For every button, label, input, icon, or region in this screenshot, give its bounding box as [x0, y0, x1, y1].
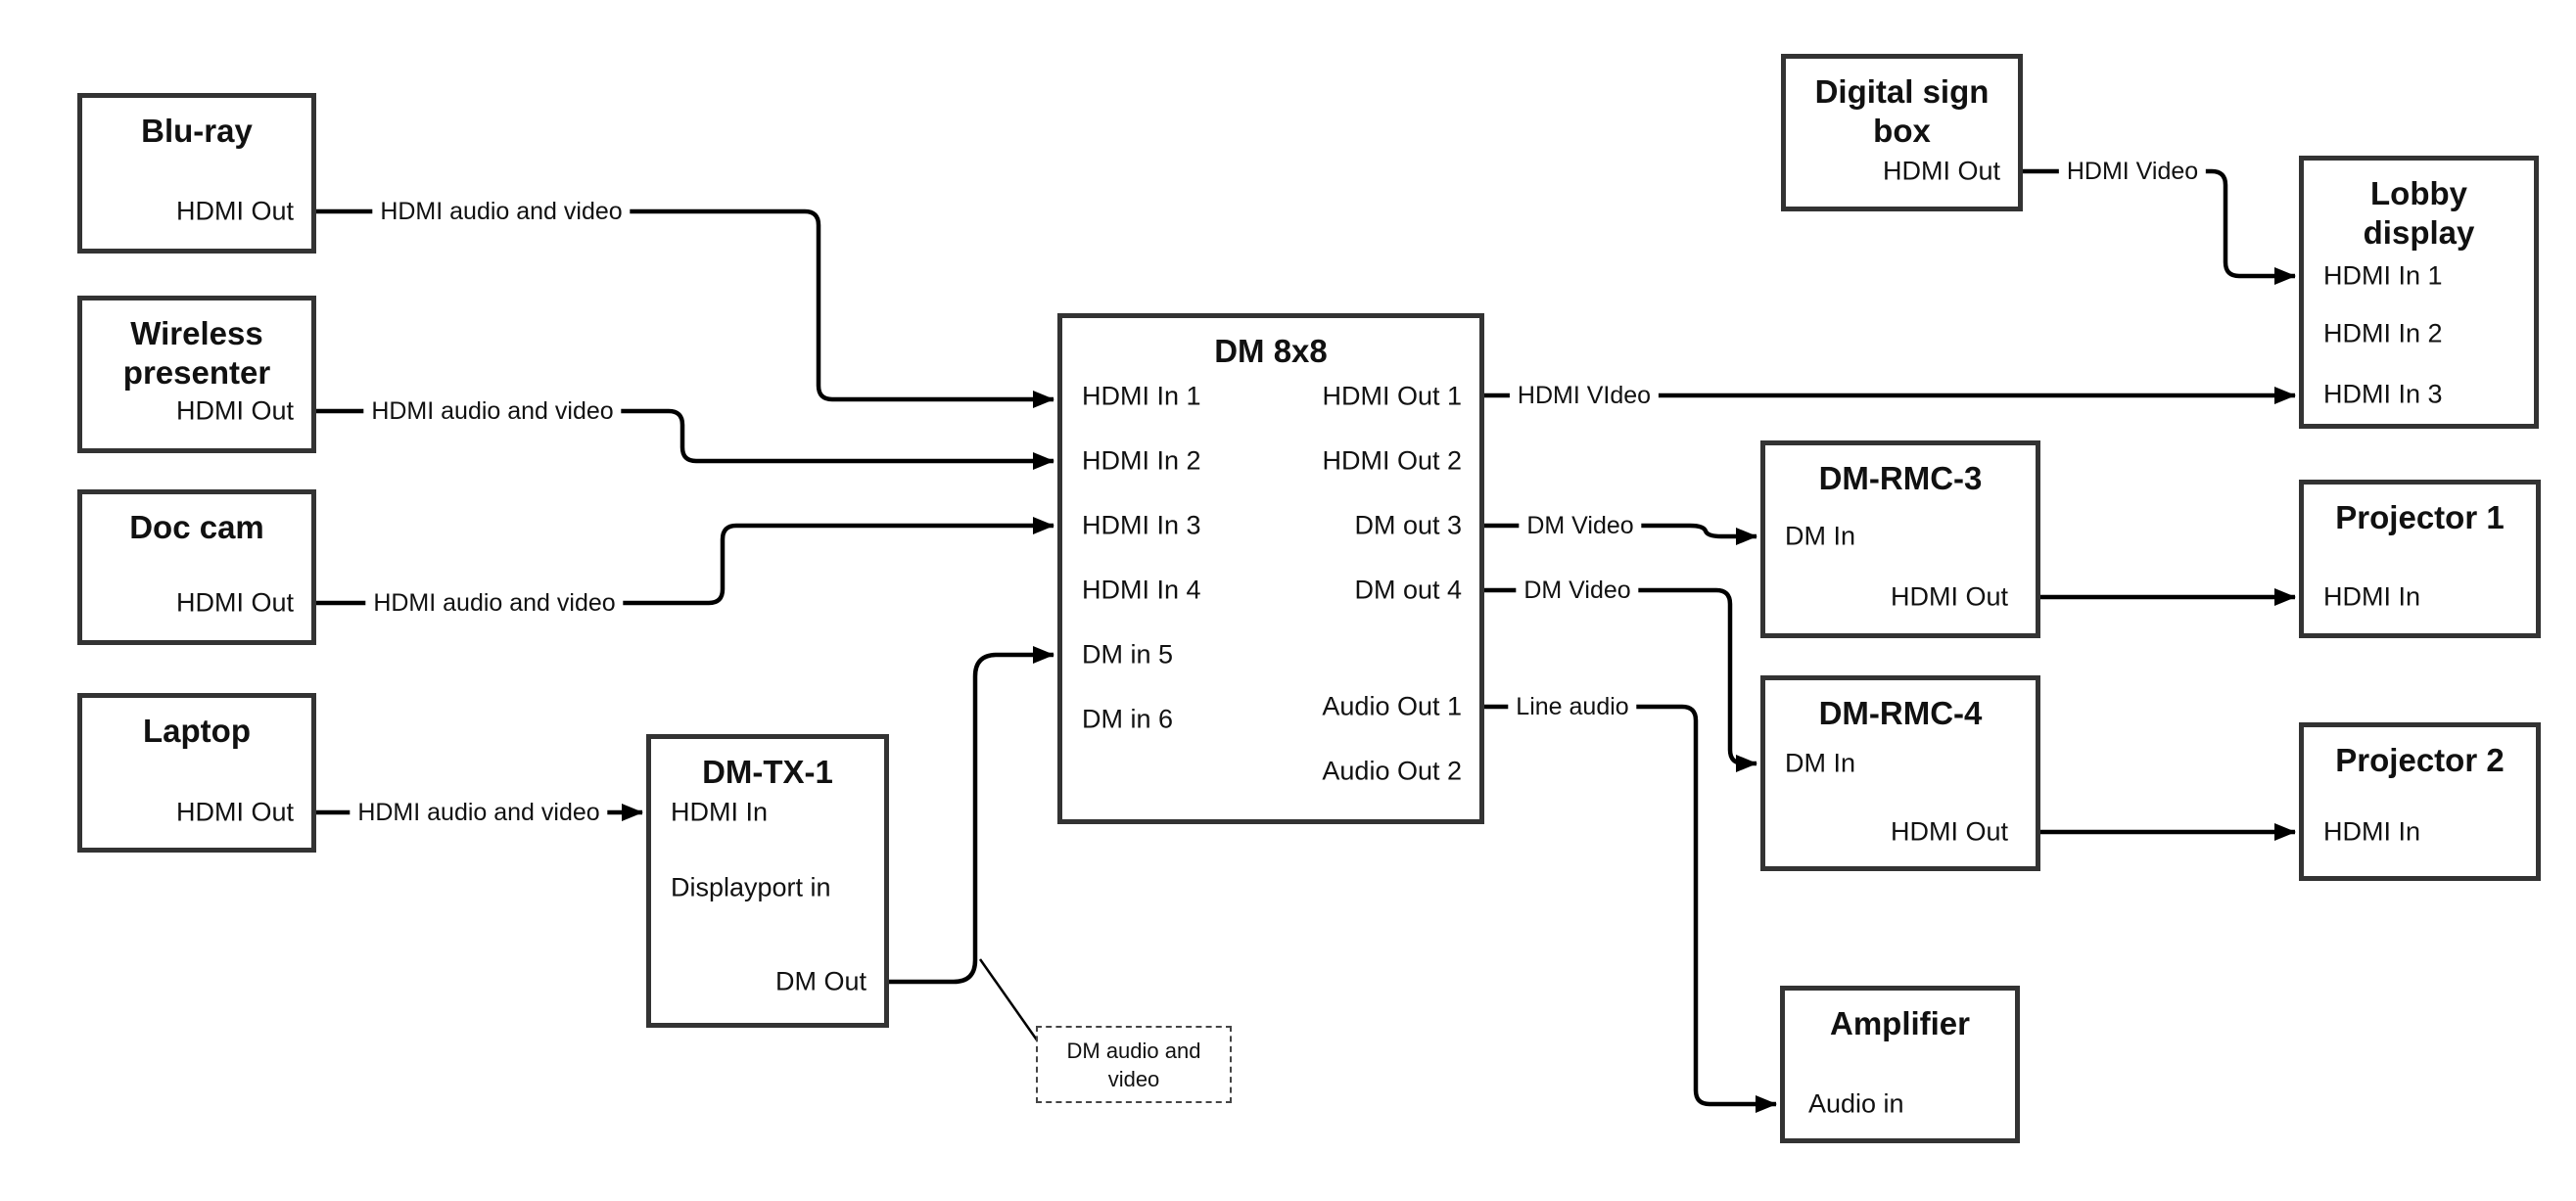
port-dm-out: DM Out	[774, 966, 866, 996]
node-wireless-presenter: Wireless presenter HDMI Out	[77, 296, 316, 453]
wire-signbox-to-lobby-hdmi-in-1	[2023, 168, 2296, 285]
port-hdmi-in-2: HDMI In 2	[1082, 445, 1201, 476]
port-dm-out-4: DM out 4	[1354, 575, 1462, 605]
port-hdmi-in: HDMI In	[2323, 581, 2421, 612]
wire-label-hdmi-av-bluray: HDMI audio and video	[372, 197, 631, 226]
port-displayport-in: Displayport in	[671, 872, 831, 902]
port-hdmi-out: HDMI Out	[1890, 581, 2008, 612]
port-hdmi-in-1: HDMI In 1	[2323, 260, 2443, 291]
port-audio-in: Audio in	[1808, 1088, 1904, 1119]
wire-label-hdmi-av-wireless: HDMI audio and video	[363, 396, 622, 426]
note-leader-line	[978, 958, 1040, 1042]
node-title: Lobby display	[2363, 175, 2475, 251]
node-laptop: Laptop HDMI Out	[77, 693, 316, 853]
node-title: Projector 2	[2335, 742, 2505, 778]
node-digital-sign-box: Digital sign box HDMI Out	[1781, 54, 2023, 211]
node-title: Laptop	[143, 713, 251, 749]
port-dm-in: DM In	[1785, 748, 1856, 778]
node-title: DM-RMC-3	[1818, 460, 1983, 496]
wire-dmtx1-dmout-to-dm8x8-dm-in-5	[889, 646, 1054, 985]
wire-dm-out-4-to-rmc4-dm-in	[1484, 587, 1757, 772]
wire-bluray-to-dm8x8-hdmi-in-1	[316, 208, 1054, 408]
wire-wireless-to-dm8x8-hdmi-in-2	[316, 408, 1054, 470]
node-title: Blu-ray	[141, 113, 253, 149]
wire-doccam-to-dm8x8-hdmi-in-3	[316, 517, 1054, 606]
node-title: DM-TX-1	[702, 754, 833, 790]
node-dm-8x8: DM 8x8 HDMI In 1 HDMI In 2 HDMI In 3 HDM…	[1057, 313, 1484, 824]
port-dm-in: DM In	[1785, 521, 1856, 551]
port-dm-in-5: DM in 5	[1082, 639, 1174, 670]
port-hdmi-out: HDMI Out	[175, 395, 294, 426]
node-title: Digital sign box	[1814, 73, 1990, 149]
port-dm-out-3: DM out 3	[1354, 510, 1462, 540]
node-title: Amplifier	[1829, 1005, 1971, 1041]
port-hdmi-out: HDMI Out	[1882, 156, 2000, 186]
wire-label-line-audio: Line audio	[1508, 692, 1637, 721]
node-amplifier: Amplifier Audio in	[1780, 986, 2020, 1143]
node-title: Doc cam	[129, 509, 264, 545]
node-dm-tx-1: DM-TX-1 HDMI In Displayport in DM Out	[646, 734, 889, 1028]
node-title: Wireless presenter	[122, 315, 271, 391]
wire-dm-out-3-to-rmc3-dm-in	[1484, 523, 1757, 545]
port-hdmi-in-3: HDMI In 3	[1082, 510, 1201, 540]
wire-label-dm-video-out3: DM Video	[1519, 511, 1642, 540]
annotation-dm-audio-and-video: DM audio and video	[1036, 1026, 1232, 1103]
node-title: DM 8x8	[1214, 333, 1328, 369]
port-hdmi-out-2: HDMI Out 2	[1322, 445, 1462, 476]
port-audio-out-2: Audio Out 2	[1322, 756, 1462, 786]
port-hdmi-in: HDMI In	[2323, 816, 2421, 847]
port-hdmi-in-4: HDMI In 4	[1082, 575, 1201, 605]
node-dm-rmc-4: DM-RMC-4 DM In HDMI Out	[1760, 675, 2040, 871]
port-hdmi-out: HDMI Out	[175, 196, 294, 226]
port-hdmi-out: HDMI Out	[175, 587, 294, 618]
port-hdmi-in-2: HDMI In 2	[2323, 318, 2443, 348]
wire-label-dm-video-out4: DM Video	[1516, 576, 1639, 605]
port-hdmi-in-1: HDMI In 1	[1082, 381, 1201, 411]
node-title: DM-RMC-4	[1818, 695, 1983, 731]
node-blu-ray: Blu-ray HDMI Out	[77, 93, 316, 254]
node-dm-rmc-3: DM-RMC-3 DM In HDMI Out	[1760, 440, 2040, 638]
node-title: Projector 1	[2335, 499, 2505, 535]
port-hdmi-in: HDMI In	[671, 797, 769, 827]
port-hdmi-out: HDMI Out	[175, 797, 294, 827]
port-hdmi-out: HDMI Out	[1890, 816, 2008, 847]
node-lobby-display: Lobby display HDMI In 1 HDMI In 2 HDMI I…	[2299, 156, 2539, 429]
port-dm-in-6: DM in 6	[1082, 704, 1174, 734]
port-hdmi-in-3: HDMI In 3	[2323, 379, 2443, 409]
port-hdmi-out-1: HDMI Out 1	[1322, 381, 1462, 411]
node-projector-2: Projector 2 HDMI In	[2299, 722, 2541, 881]
wire-audio-out-1-to-amplifier	[1484, 704, 1777, 1113]
wire-label-hdmi-video-signbox: HDMI Video	[2058, 157, 2207, 186]
node-projector-1: Projector 1 HDMI In	[2299, 480, 2541, 638]
wire-label-hdmi-av-doccam: HDMI audio and video	[365, 588, 624, 618]
wire-label-hdmi-av-laptop: HDMI audio and video	[350, 798, 608, 827]
wire-label-hdmi-video-out1: HDMI VIdeo	[1509, 381, 1660, 410]
node-doc-cam: Doc cam HDMI Out	[77, 489, 316, 645]
port-audio-out-1: Audio Out 1	[1322, 691, 1462, 721]
